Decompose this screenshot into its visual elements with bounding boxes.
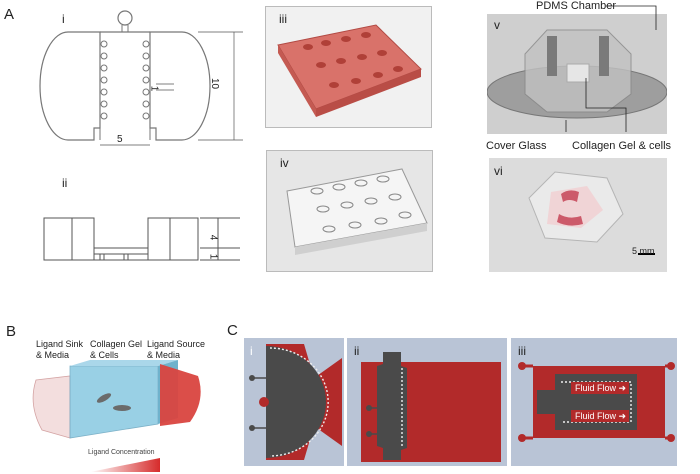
panel-a-iii-label: iii [279, 12, 287, 26]
panel-c-letter: C [227, 322, 238, 339]
panel-a-i-drawing [39, 10, 243, 146]
dim-4: 4 [207, 234, 219, 241]
ligand-gradient-bar [90, 458, 160, 472]
panel-a-vi-photo [489, 158, 667, 272]
fluid-flow-top-label: Fluid Flow ➜ [575, 383, 626, 394]
ligand-sink-label-1: Ligand Sink [36, 339, 84, 349]
panel-c-ii-schematic [347, 338, 507, 466]
panel-c-iii-label: iii [518, 344, 526, 358]
panel-b-diagram [32, 360, 201, 439]
dim-1-top: 1 [148, 85, 160, 92]
panel-a-v-render [487, 14, 667, 134]
scale-bar-label: 5 mm [632, 246, 655, 256]
fluid-flow-bottom-label: Fluid Flow ➜ [575, 411, 626, 422]
panel-c-ii-label: ii [354, 344, 360, 358]
cover-glass-label: Cover Glass [486, 140, 547, 152]
panel-a-letter: A [4, 6, 15, 23]
fluid-flow-bottom-text: Fluid Flow [575, 411, 617, 421]
panel-a-ii-drawing [43, 217, 240, 261]
dim-5: 5 [117, 134, 123, 145]
panel-a-v-leaders [565, 5, 657, 132]
panel-c-i-label: i [250, 344, 253, 358]
panel-c-iii-schematic [511, 338, 677, 466]
panel-a-vi-label: vi [494, 164, 503, 178]
panel-a-v-label: v [494, 18, 500, 32]
panel-a-ii-label: ii [62, 176, 68, 190]
dim-10: 10 [209, 77, 221, 90]
ligand-concentration-label: Ligand Concentration [88, 449, 155, 456]
panel-a-i-label: i [62, 12, 65, 26]
panel-c-i-schematic [244, 338, 344, 466]
panel-a-iv-photo [266, 150, 433, 272]
collagen-gel-b-label-2: & Cells [90, 350, 119, 360]
ligand-source-label-2: & Media [147, 350, 181, 360]
panel-a-iii-photo [265, 6, 432, 128]
pdms-chamber-label: PDMS Chamber [536, 0, 617, 12]
ligand-sink-label-2: & Media [36, 350, 70, 360]
panel-a-iv-label: iv [280, 156, 289, 170]
panel-b-letter: B [6, 323, 17, 340]
arrow-right-icon: ➜ [618, 411, 627, 421]
fluid-flow-top-text: Fluid Flow [575, 383, 617, 393]
arrow-right-icon: ➜ [618, 383, 627, 393]
collagen-gel-b-label-1: Collagen Gel [90, 339, 143, 349]
collagen-gel-label: Collagen Gel & cells [572, 140, 672, 152]
dim-1-side: 1 [207, 253, 219, 260]
ligand-source-label-1: Ligand Source [147, 339, 206, 349]
